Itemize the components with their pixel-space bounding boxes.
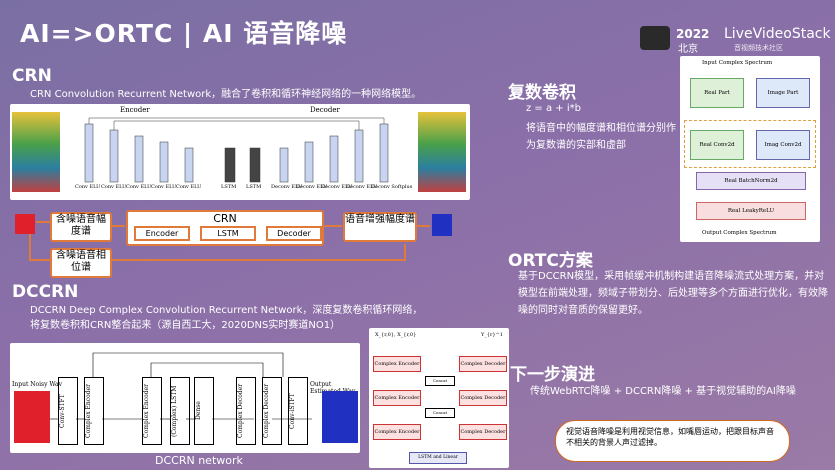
visual-denoise-callout: 视觉语音降噪是利用视觉信息，如嘴唇运动，把跟目标声音不相关的背景人声过滤掉。 — [555, 420, 790, 462]
crn-description: CRN Convolution Recurrent Network，融合了卷积和… — [30, 89, 422, 100]
cc-leakyrelu: Real LeakyReLU — [696, 202, 806, 220]
input-wav-label: Input Noisy Wav — [12, 381, 63, 388]
detail-output-label: Y_{r}^1 — [481, 332, 503, 338]
crn-block: CRN Encoder LSTM Decoder — [126, 210, 324, 246]
next-description: 传统WebRTC降噪 + DCCRN降噪 + 基于视觉辅助的AI降噪 — [530, 386, 796, 397]
layer-label: Conv ELU — [151, 184, 177, 190]
conference-logo — [640, 26, 670, 50]
dccrn-caption: DCCRN network — [155, 454, 243, 467]
cc-real-conv: Real Conv2d — [690, 130, 744, 160]
detail-input-label: X_{r,0}, X_{r,0} — [375, 332, 417, 338]
crn-heading: CRN — [12, 66, 52, 86]
detail-concat: Concat — [425, 376, 455, 386]
detail-lstm: LSTM and Linear — [409, 452, 467, 464]
ortc-description: 基于DCCRN模型，采用帧缓冲机制构建语音降噪流式处理方案，并对模型在前端处理，… — [518, 271, 828, 316]
dccrn-detail-figure: X_{r,0}, X_{r,0} Y_{r}^1 Complex Encoder… — [369, 328, 509, 468]
crn-architecture-figure: Encoder Decoder Conv ELU Conv ELU Conv E… — [10, 104, 470, 200]
crn-layer-labels: Conv ELU Conv ELU Conv ELU Conv ELU Conv… — [65, 184, 415, 198]
ortc-heading: ORTC方案 — [508, 251, 593, 271]
dccrn-heading: DCCRN — [12, 282, 79, 302]
brand-subtitle: 音视频技术社区 — [734, 44, 783, 52]
complex-conv-description: 将语音中的幅度谱和相位谱分别作为复数谱的实部和虚部 — [526, 123, 676, 151]
layer-label: Conv ELU — [101, 184, 127, 190]
input-waveform — [14, 391, 50, 443]
layer-label: Conv ELU — [126, 184, 152, 190]
stage-lstm: (Complex) LSTM — [170, 377, 190, 445]
stage-complex-encoder: Complex Encoder — [84, 377, 104, 445]
cc-imag-conv: Imag Conv2d — [756, 130, 810, 160]
crn-flow-diagram: 含噪语音幅度谱 含噪语音相位谱 CRN Encoder LSTM Decoder… — [10, 210, 480, 278]
dccrn-architecture-figure: Input Noisy Wav Output Estimated Wav Con… — [10, 343, 360, 453]
complex-conv-heading: 复数卷积 — [508, 83, 576, 103]
clean-wave-icon — [432, 214, 452, 236]
output-waveform — [322, 391, 358, 443]
stage-complex-decoder: Complex Decoder — [236, 377, 256, 445]
detail-encoder: Complex Encoder — [373, 356, 421, 372]
complex-conv-figure: Input Complex Spectrum Real Part Image P… — [680, 56, 820, 242]
conference-city: 北京 — [678, 44, 698, 55]
cc-conv-group — [684, 120, 816, 168]
noisy-phase-box: 含噪语音相位谱 — [50, 248, 112, 278]
crn-layer-stack — [84, 117, 389, 183]
layer-label: LSTM — [246, 184, 262, 190]
layer-label: Conv ELU — [75, 184, 101, 190]
cc-output-label: Output Complex Spectrum — [702, 230, 777, 236]
layer-label: Deconv Softplus — [371, 184, 413, 190]
cc-batchnorm: Real BatchNorm2d — [696, 172, 806, 190]
stage-complex-encoder: Complex Encoder — [142, 377, 162, 445]
brand-name: LiveVideoStack — [724, 26, 831, 42]
layer-label: Deconv ELU — [296, 184, 328, 190]
crn-block-title: CRN — [213, 212, 237, 225]
next-heading: 下一步演进 — [510, 365, 595, 385]
stage-conv-istft: Conv-iSTFT — [288, 377, 308, 445]
crn-flow-connectors — [29, 221, 430, 261]
enhanced-spectrogram — [418, 112, 466, 192]
decoder-label: Decoder — [310, 106, 340, 114]
stage-complex-decoder: Complex Decoder — [262, 377, 282, 445]
cc-input-label: Input Complex Spectrum — [702, 60, 773, 66]
layer-label: LSTM — [221, 184, 237, 190]
detail-encoder: Complex Encoder — [373, 424, 421, 440]
page-title: AI=>ORTC | AI 语音降噪 — [20, 19, 348, 48]
stage-dense: Dense — [194, 377, 214, 445]
encoder-box: Encoder — [134, 226, 190, 241]
layer-label: Conv ELU — [176, 184, 202, 190]
dccrn-stage-connectors — [50, 352, 312, 420]
detail-decoder: Complex Decoder — [459, 390, 507, 406]
layer-label: Deconv ELU — [346, 184, 378, 190]
decoder-box: Decoder — [266, 226, 322, 241]
cc-image-part: Image Part — [756, 78, 810, 108]
conference-year: 2022 — [676, 27, 710, 41]
noisy-spectrogram — [12, 112, 60, 192]
detail-encoder: Complex Encoder — [373, 390, 421, 406]
detail-concat: Concat — [425, 408, 455, 418]
detail-decoder: Complex Decoder — [459, 356, 507, 372]
noisy-wave-icon — [15, 214, 35, 234]
lstm-box: LSTM — [200, 226, 256, 241]
enhanced-magnitude-box: 语音增强幅度谱 — [343, 212, 417, 242]
complex-formula: z = a + i*b — [526, 103, 581, 114]
layer-label: Deconv ELU — [321, 184, 353, 190]
layer-label: Deconv ELU — [271, 184, 303, 190]
cc-real-part: Real Part — [690, 78, 744, 108]
detail-decoder: Complex Decoder — [459, 424, 507, 440]
noisy-magnitude-box: 含噪语音幅度谱 — [50, 212, 112, 242]
encoder-label: Encoder — [120, 106, 150, 114]
stage-conv-stft: Conv-STFT — [58, 377, 78, 445]
dccrn-description: DCCRN Deep Complex Convolution Recurrent… — [30, 305, 423, 331]
